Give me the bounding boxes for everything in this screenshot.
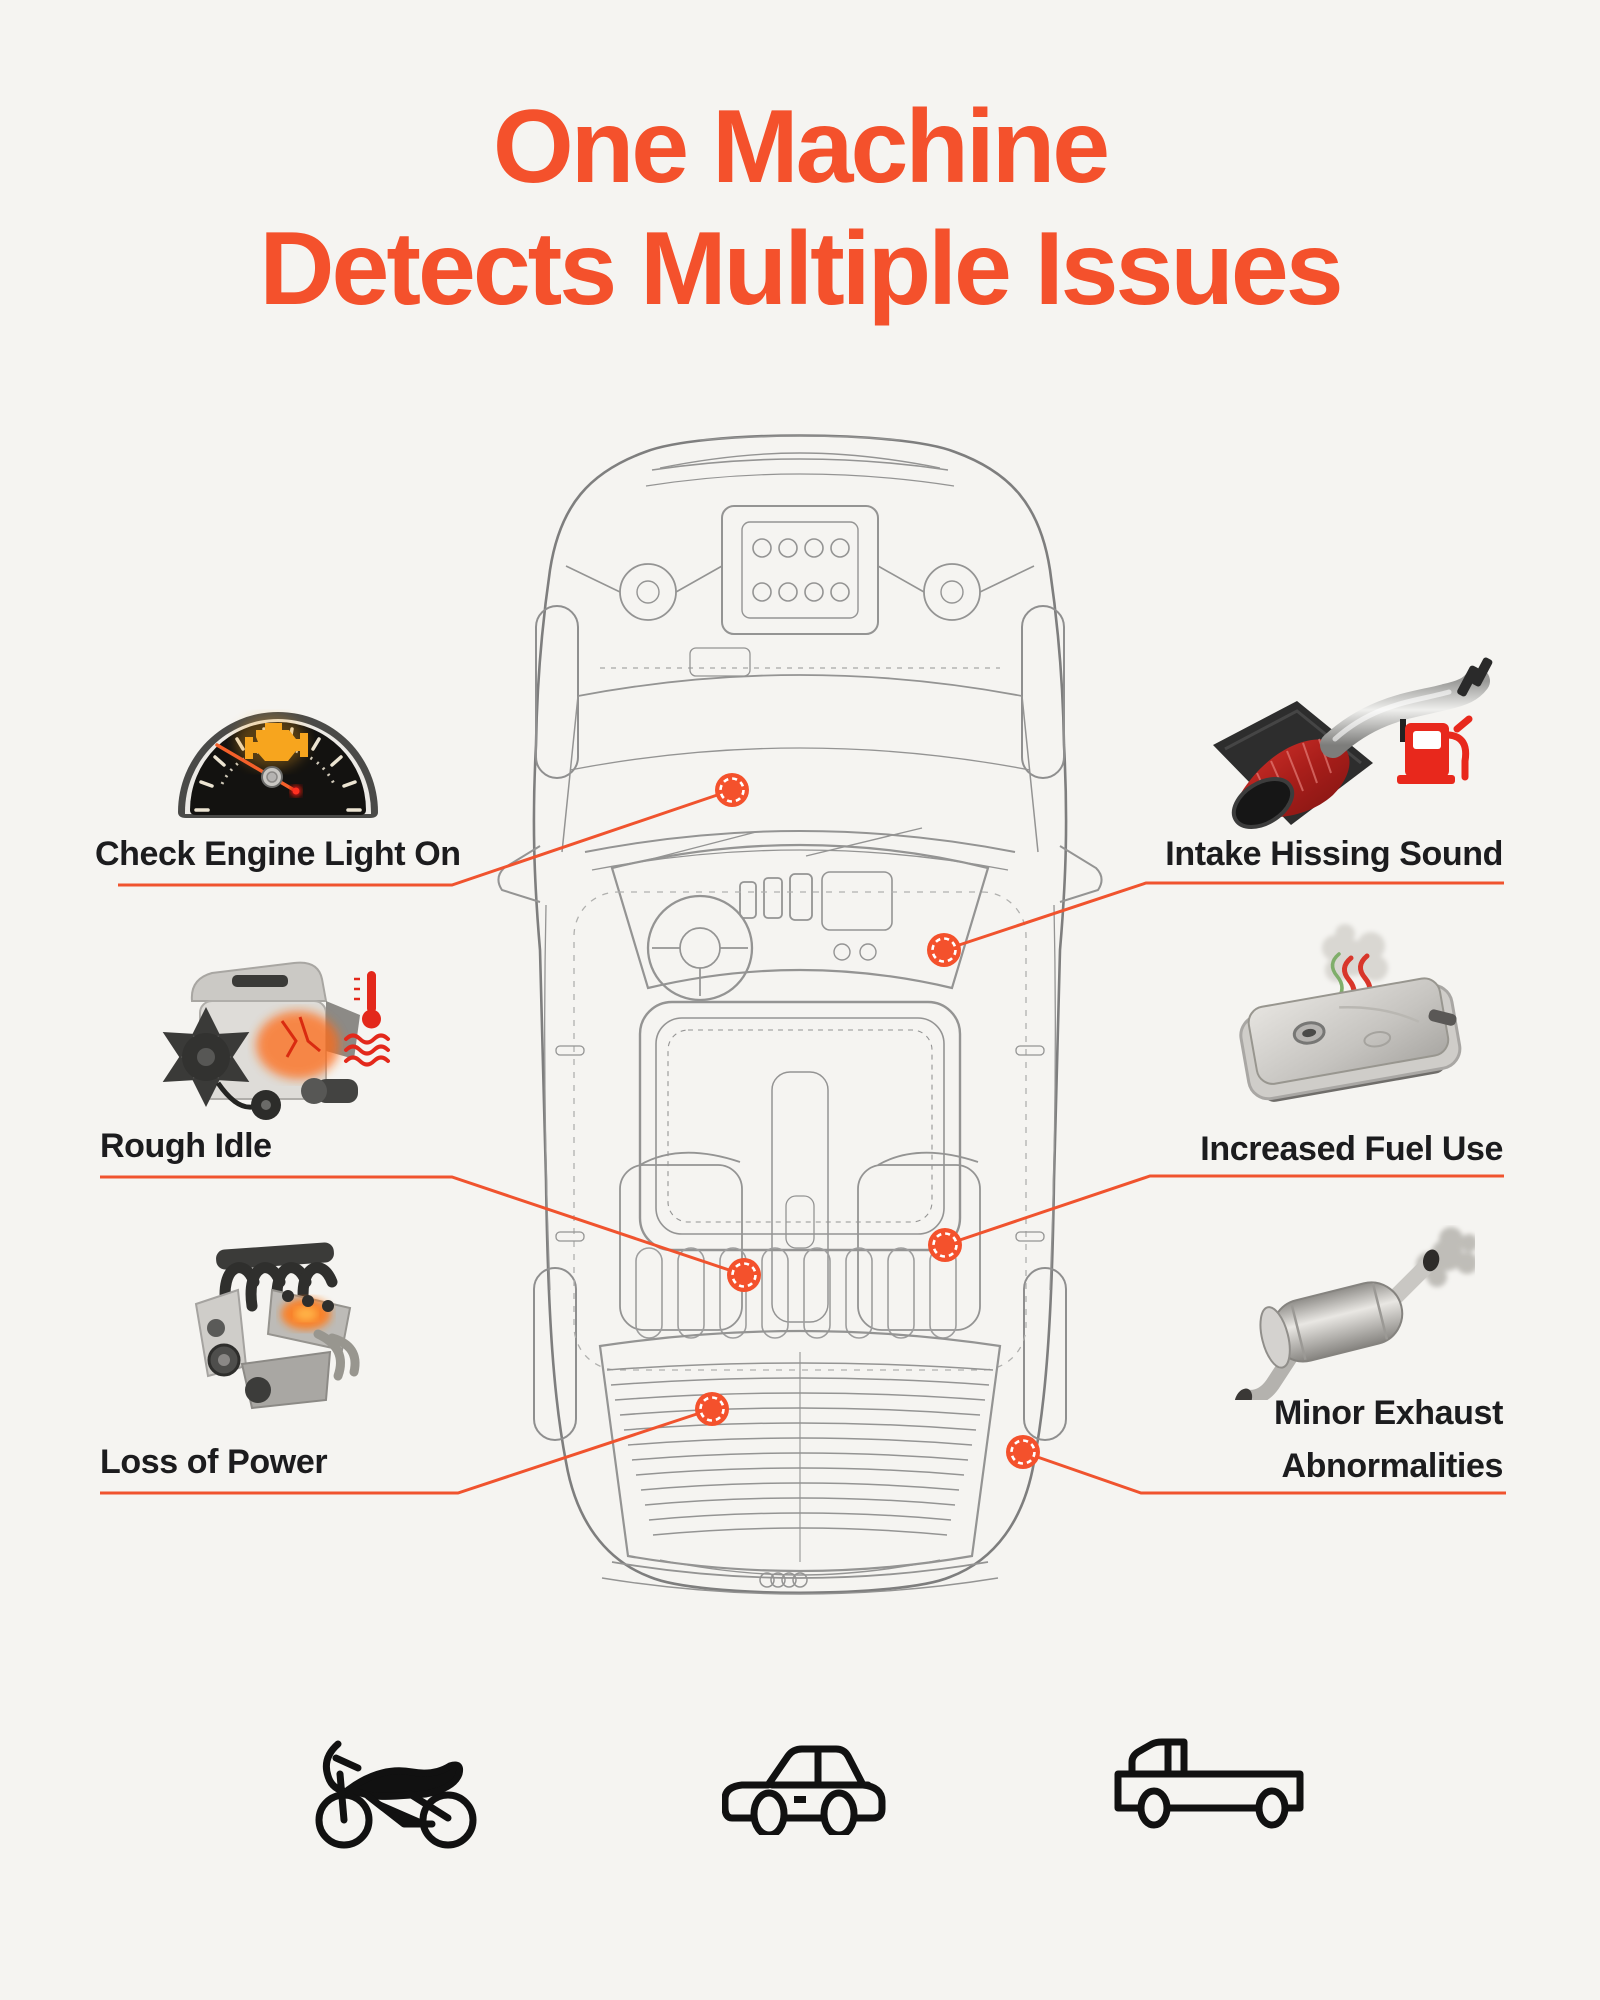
air-intake-fuel-pump-icon bbox=[1213, 657, 1493, 829]
callout-lines bbox=[100, 788, 1506, 1495]
check-engine-gauge-icon bbox=[178, 712, 378, 818]
windshield bbox=[610, 843, 990, 990]
callout-dot-loss-of-power bbox=[695, 1392, 729, 1426]
callout-dot-exhaust bbox=[1006, 1435, 1040, 1469]
callout-dot-check-engine bbox=[715, 773, 749, 807]
issue-label-rough-idle: Rough Idle bbox=[100, 1127, 272, 1165]
check-engine-symbol bbox=[245, 723, 308, 761]
callout-dots bbox=[695, 773, 1040, 1469]
title-line-2: Detects Multiple Issues bbox=[259, 211, 1343, 327]
smoke-puffs bbox=[1322, 924, 1388, 982]
engine-bay-detail bbox=[565, 458, 1035, 677]
issue-label-exhaust-line1: Minor Exhaust bbox=[1273, 1394, 1503, 1432]
issue-label-intake: Intake Hissing Sound bbox=[1165, 835, 1503, 873]
car-body-outline bbox=[532, 434, 1068, 1595]
callout-dot-intake bbox=[927, 933, 961, 967]
callout-line-loss-of-power bbox=[100, 1407, 713, 1495]
callout-line-exhaust bbox=[1022, 1450, 1506, 1495]
rear-window-defroster bbox=[598, 1329, 1002, 1573]
smoking-fuel-tank-icon bbox=[1239, 924, 1462, 1102]
callout-line-check-engine bbox=[118, 788, 733, 887]
title-line-1: One Machine bbox=[492, 89, 1110, 205]
issue-label-exhaust-line2: Abnormalities bbox=[1281, 1447, 1503, 1485]
car-top-view-blueprint bbox=[497, 434, 1103, 1595]
audi-rings bbox=[759, 1572, 808, 1588]
smoking-muffler-icon bbox=[1234, 1227, 1475, 1400]
issue-label-fuel: Increased Fuel Use bbox=[1200, 1130, 1503, 1168]
callout-line-rough-idle bbox=[100, 1175, 745, 1277]
v8-engine-icon bbox=[194, 1242, 360, 1410]
engine-fan bbox=[162, 1007, 250, 1107]
wheel-outlines bbox=[533, 605, 1067, 1441]
callout-line-fuel bbox=[944, 1174, 1504, 1247]
muffler-body bbox=[1234, 1249, 1440, 1400]
overheating-engine-icon bbox=[162, 961, 390, 1120]
temperature-warning-icon bbox=[344, 971, 390, 1067]
sunroof-detail bbox=[638, 1000, 962, 1252]
car-icon bbox=[722, 1745, 886, 1835]
seats-detail bbox=[619, 1071, 981, 1331]
motorcycle-icon bbox=[315, 1740, 477, 1849]
pickup-truck-icon bbox=[1114, 1738, 1304, 1829]
right-mirror bbox=[1059, 845, 1103, 903]
issue-label-loss-of-power: Loss of Power bbox=[100, 1443, 328, 1481]
dashboard-detail bbox=[646, 871, 893, 1002]
callout-dot-fuel bbox=[928, 1228, 962, 1262]
callout-line-intake bbox=[943, 881, 1504, 952]
issue-label-check-engine: Check Engine Light On bbox=[95, 835, 461, 873]
fuel-pump-icon bbox=[1397, 715, 1473, 784]
fuel-tank-body bbox=[1239, 977, 1462, 1102]
rear-deck-slots bbox=[635, 1247, 957, 1339]
callout-dot-rough-idle bbox=[727, 1258, 761, 1292]
